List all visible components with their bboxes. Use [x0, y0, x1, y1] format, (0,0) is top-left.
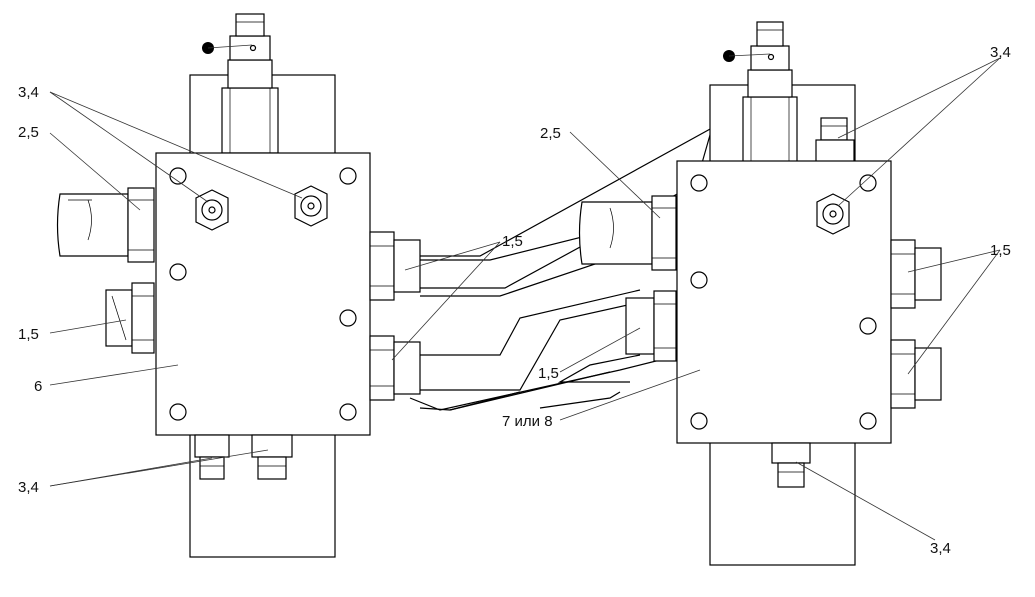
- right-valve-assembly: [578, 21, 942, 566]
- left-plug-2: [294, 185, 328, 227]
- left-union-fitting: [56, 187, 155, 263]
- right-bolt-hole: [690, 271, 708, 289]
- leader-lines: [49, 57, 1001, 541]
- label-left-side-fitting: 1,5: [18, 326, 39, 343]
- right-top-valve: [742, 21, 798, 164]
- left-bottom-fitting-1: [194, 434, 230, 480]
- right-bolt-hole: [859, 174, 877, 192]
- left-bolt-hole: [169, 263, 187, 281]
- label-mid-fittings-upper: 1,5: [502, 233, 523, 250]
- right-side-fitting-lower: [890, 339, 942, 409]
- label-left-bottom-fittings: 3,4: [18, 479, 39, 496]
- left-plug-1: [195, 189, 229, 231]
- left-mounting-plate: [155, 152, 371, 436]
- left-bolt-hole: [339, 167, 357, 185]
- left-bolt-hole: [339, 403, 357, 421]
- left-top-valve: [221, 13, 279, 154]
- left-right-fitting-lower: [369, 335, 421, 401]
- left-bolt-hole: [339, 309, 357, 327]
- label-left-top-fitting: 3,4: [18, 84, 39, 101]
- right-bolt-hole: [859, 317, 877, 335]
- right-side-fitting-upper: [890, 239, 942, 309]
- right-bottom-fitting: [771, 442, 811, 488]
- right-union-fitting: [578, 195, 677, 271]
- label-right-top-fittings: 3,4: [990, 44, 1011, 61]
- label-mid-fittings-lower: 1,5: [538, 365, 559, 382]
- right-bolt-hole: [690, 174, 708, 192]
- right-mounting-plate: [676, 160, 892, 444]
- right-top-small-fitting: [815, 117, 855, 163]
- label-left-block: 6: [34, 378, 42, 395]
- right-bolt-hole: [690, 412, 708, 430]
- label-hoses: 7 или 8: [502, 413, 553, 430]
- label-right-bottom-fitting: 3,4: [930, 540, 951, 557]
- callout-labels: 3,4 2,5 1,5 6 3,4 2,5 1,5 1,5 7 или 8 3,…: [18, 44, 1011, 557]
- left-bolt-hole: [169, 403, 187, 421]
- left-right-fitting-upper: [369, 231, 421, 301]
- right-left-fitting-lower: [625, 290, 677, 362]
- left-side-fitting: [105, 282, 155, 354]
- label-mid-union: 2,5: [540, 125, 561, 142]
- right-bolt-hole: [859, 412, 877, 430]
- left-bottom-fitting-2: [251, 434, 293, 480]
- right-plug: [816, 193, 850, 235]
- label-right-side-fittings: 1,5: [990, 242, 1011, 259]
- left-valve-assembly: [56, 13, 421, 558]
- label-left-union: 2,5: [18, 124, 39, 141]
